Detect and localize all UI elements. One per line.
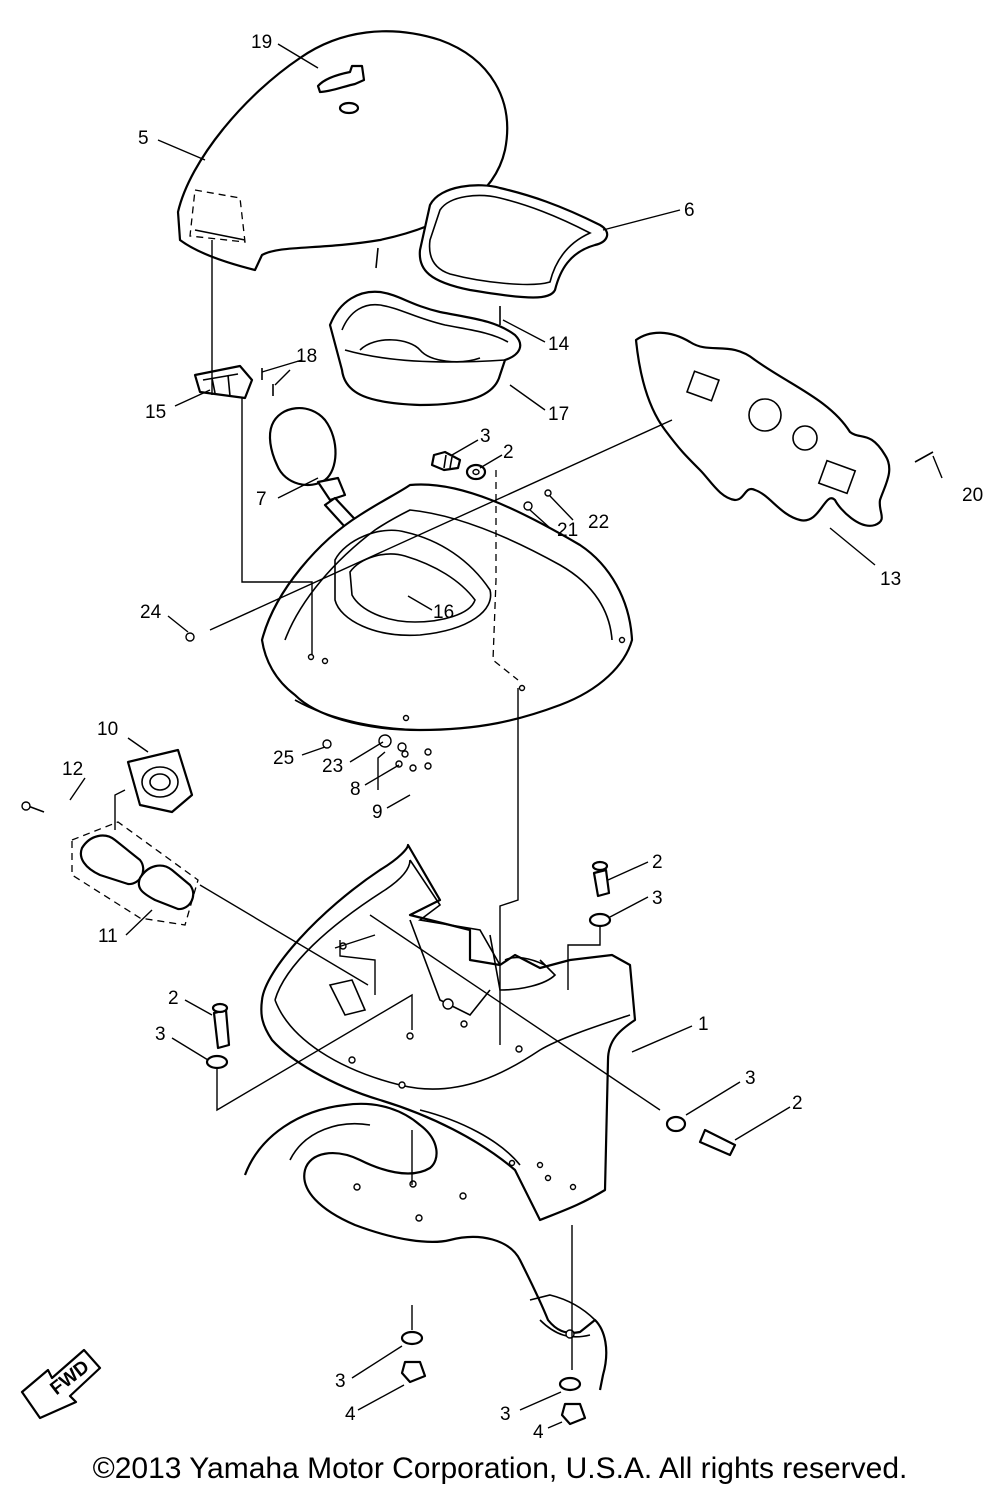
callout-25: 25 [273,748,294,769]
lower-bolts-washers [205,860,737,1426]
part-11-grilles [71,821,199,926]
upper-bolt-washer [430,450,487,481]
callout-5: 5 [138,128,149,149]
upper-deck [260,483,634,732]
callout-23: 23 [322,756,343,777]
callout-numbers: 19 5 6 14 18 15 17 3 2 7 20 22 21 13 16 … [62,32,983,1443]
callout-19: 19 [251,32,272,53]
callout-2b: 2 [652,852,663,873]
part-5-hood [176,30,509,272]
part-17-tray [328,290,522,407]
callout-4b: 4 [533,1422,544,1443]
callout-3b: 3 [652,888,663,909]
callout-2: 2 [503,442,514,463]
part-7-mirror [268,406,367,540]
callout-4: 4 [345,1404,356,1425]
callout-11: 11 [98,926,118,947]
part-13-dash-panel [634,331,891,527]
callout-16: 16 [433,602,454,623]
callout-9: 9 [372,802,383,823]
part-12-screw [21,801,45,813]
callout-2d: 2 [792,1093,803,1114]
part-6-seal [418,184,609,299]
hull-mat [243,1102,608,1391]
part-20-screw [914,451,934,463]
callout-12: 12 [62,759,83,780]
callout-13: 13 [880,569,901,590]
part-19-latch [316,64,366,115]
callout-18: 18 [296,346,317,367]
callout-3f: 3 [500,1404,511,1425]
callout-20: 20 [962,485,983,506]
alignment-lines [114,240,673,1370]
callout-3d: 3 [745,1068,756,1089]
fwd-arrow-badge: FWD [20,1348,102,1420]
callout-24: 24 [140,602,162,623]
copyright-notice: ©2013 Yamaha Motor Corporation, U.S.A. A… [92,1452,908,1485]
part-10-speaker [126,748,194,814]
callout-7: 7 [256,489,267,510]
callout-21: 21 [557,520,578,541]
callout-3c: 3 [155,1024,166,1045]
callout-15: 15 [145,402,166,423]
callout-6: 6 [684,200,695,221]
callout-1: 1 [698,1014,709,1035]
callout-3e: 3 [335,1371,346,1392]
callout-leaders [69,43,943,1429]
callout-8: 8 [350,779,361,800]
small-nuts [185,489,552,772]
callout-17: 17 [548,404,569,425]
callout-2c: 2 [168,988,179,1009]
callout-10: 10 [97,719,118,740]
callout-22: 22 [588,512,609,533]
part-1-lower-deck [260,843,637,1222]
callout-3: 3 [480,426,491,447]
callout-14: 14 [548,334,570,355]
